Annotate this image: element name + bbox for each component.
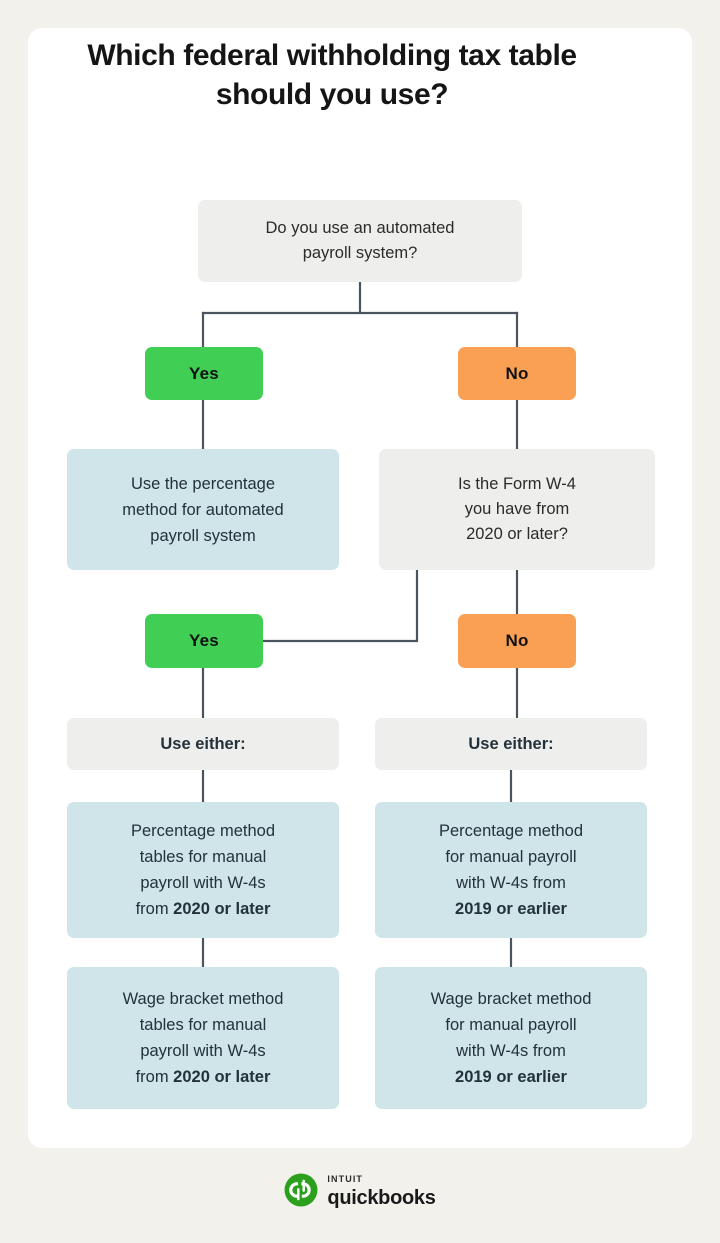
result-wage-bracket-manual-2019-line4: 2019 or earlier — [431, 1064, 592, 1090]
result-wage-bracket-tables-manual-2020: Wage bracket method tables for manual pa… — [67, 967, 339, 1109]
result-wage-bracket-tables-manual-2020-line4: from 2020 or later — [123, 1064, 284, 1090]
result-percentage-tables-manual-2020: Percentage method tables for manual payr… — [67, 802, 339, 938]
r2-line4-bold: 2020 or later — [173, 900, 271, 918]
question-form-w4-year-line1: Is the Form W-4 — [458, 475, 576, 493]
result-wage-bracket-tables-manual-2020-line2: tables for manual — [139, 1016, 267, 1034]
label-use-either-left-text: Use either: — [160, 734, 246, 753]
brand-parent-name: intuit — [327, 1171, 364, 1185]
result-wage-bracket-tables-manual-2020-line3: payroll with W-4s — [140, 1042, 266, 1060]
decision-yes-automated-payroll[interactable]: Yes — [145, 347, 263, 400]
result-percentage-manual-2019-line1: Percentage method — [438, 822, 583, 840]
r2-line4-prefix: from — [135, 900, 174, 918]
label-use-either-left: Use either: — [67, 718, 339, 770]
result-wage-bracket-manual-2019-line2: for manual payroll — [445, 1016, 577, 1034]
result-wage-bracket-manual-2019-line3: with W-4s from — [456, 1042, 566, 1060]
result-wage-bracket-tables-manual-2020-line1: Wage bracket method — [122, 990, 284, 1008]
r4-line4-bold: 2019 or earlier — [455, 900, 567, 918]
question-automated-payroll-line2: payroll system? — [302, 244, 418, 262]
result-percentage-automated-payroll: Use the percentage method for automated … — [67, 449, 339, 570]
result-wage-bracket-manual-2019: Wage bracket method for manual payroll w… — [375, 967, 647, 1109]
result-wage-bracket-manual-2019-line1: Wage bracket method — [430, 990, 592, 1008]
result-percentage-manual-2019-line3: with W-4s from — [456, 874, 566, 892]
label-use-either-right: Use either: — [375, 718, 647, 770]
brand-product-name: quickbooks — [327, 1186, 436, 1209]
decision-yes-form-w4-year-label: Yes — [189, 631, 219, 650]
result-percentage-automated-payroll-line2: method for automated — [122, 500, 284, 519]
decision-yes-form-w4-year[interactable]: Yes — [145, 614, 263, 668]
result-percentage-tables-manual-2020-line4: from 2020 or later — [131, 896, 275, 922]
question-automated-payroll: Do you use an automated payroll system? — [198, 200, 522, 282]
result-percentage-manual-2019-line4: 2019 or earlier — [439, 896, 583, 922]
decision-yes-automated-payroll-label: Yes — [189, 363, 219, 383]
result-percentage-tables-manual-2020-line3: payroll with W-4s — [140, 874, 266, 892]
brand-footer: intuit quickbooks — [0, 1172, 720, 1208]
question-form-w4-year-line2: you have from — [464, 500, 570, 518]
r5-line4-bold: 2019 or earlier — [455, 1068, 567, 1086]
result-percentage-manual-2019: Percentage method for manual payroll wit… — [375, 802, 647, 938]
question-form-w4-year: Is the Form W-4 you have from 2020 or la… — [379, 449, 655, 570]
result-percentage-manual-2019-line2: for manual payroll — [445, 848, 577, 866]
brand-wordmark: intuit quickbooks — [327, 1172, 435, 1208]
label-use-either-right-text: Use either: — [468, 734, 554, 753]
page-title: Which federal withholding tax table shou… — [87, 39, 577, 111]
r3-line4-prefix: from — [135, 1068, 174, 1086]
decision-no-form-w4-year[interactable]: No — [458, 614, 576, 668]
r3-line4-bold: 2020 or later — [173, 1068, 271, 1086]
decision-no-automated-payroll[interactable]: No — [458, 347, 576, 400]
result-percentage-automated-payroll-line3: payroll system — [150, 526, 256, 545]
result-percentage-automated-payroll-line1: Use the percentage — [130, 474, 275, 493]
quickbooks-logo-icon — [284, 1173, 318, 1207]
result-percentage-tables-manual-2020-line2: tables for manual — [139, 848, 267, 866]
question-form-w4-year-line3: 2020 or later? — [466, 525, 568, 543]
decision-no-automated-payroll-label: No — [505, 363, 529, 383]
question-automated-payroll-line1: Do you use an automated — [265, 219, 455, 237]
result-percentage-tables-manual-2020-line1: Percentage method — [130, 822, 275, 840]
decision-no-form-w4-year-label: No — [505, 631, 529, 650]
edge-q2-to-q2yes — [261, 568, 419, 643]
